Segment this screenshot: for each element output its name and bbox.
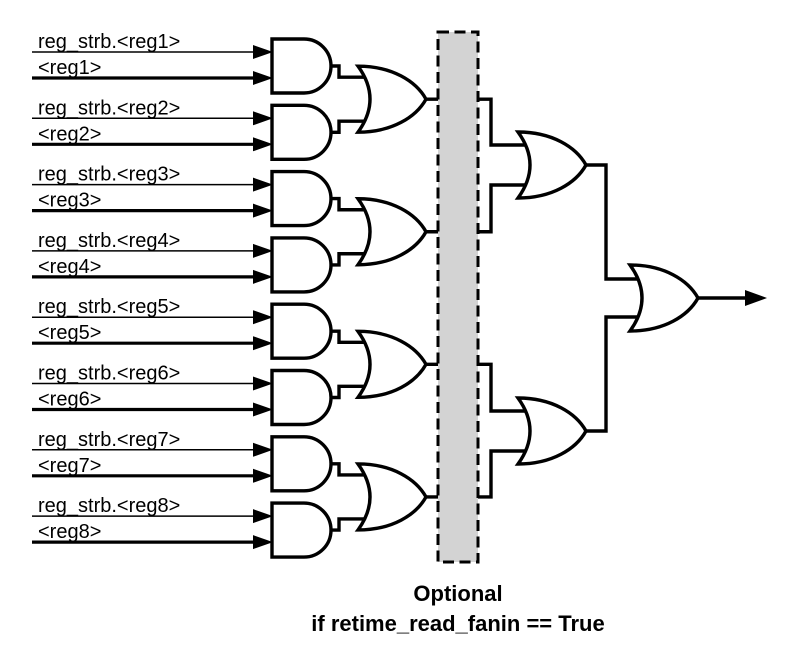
or-gate-stage2-bottom xyxy=(514,396,588,466)
or-gate-stage1-1 xyxy=(354,64,428,134)
or-gate-stage1-3 xyxy=(354,329,428,400)
wire-and-to-or xyxy=(331,384,374,400)
wire-or2bottom-to-final xyxy=(586,315,646,433)
input-arrowhead-icon xyxy=(253,509,273,524)
input-arrowhead-icon xyxy=(253,442,273,457)
and-gate-8 xyxy=(270,501,333,559)
optional-region-box xyxy=(436,30,480,564)
wire-and-to-or xyxy=(331,119,374,134)
input-label-strobe-8: reg_strb.<reg8> xyxy=(38,495,180,517)
wire-and-to-or xyxy=(331,252,374,267)
input-arrowhead-icon xyxy=(253,336,273,351)
input-arrowhead-icon xyxy=(253,402,273,417)
and-gate-1 xyxy=(270,37,333,95)
wire-and-to-or xyxy=(331,517,374,532)
input-label-strobe-1: reg_strb.<reg1> xyxy=(38,31,180,53)
input-label-strobe-6: reg_strb.<reg6> xyxy=(38,363,180,385)
input-label-strobe-5: reg_strb.<reg5> xyxy=(38,296,180,318)
input-label-value-8: <reg8> xyxy=(38,521,101,543)
input-label-strobe-3: reg_strb.<reg3> xyxy=(38,164,180,186)
and-gate-6 xyxy=(270,368,333,427)
wire-and-to-or xyxy=(331,196,374,212)
input-label-value-1: <reg1> xyxy=(38,57,101,79)
input-label-strobe-7: reg_strb.<reg7> xyxy=(38,429,180,451)
input-arrowhead-icon xyxy=(253,45,273,59)
input-arrowhead-icon xyxy=(253,203,273,218)
input-label-strobe-4: reg_strb.<reg4> xyxy=(38,230,180,252)
and-gate-7 xyxy=(270,435,333,493)
wire-and-to-or xyxy=(331,329,374,345)
output-arrowhead-icon xyxy=(745,290,767,306)
generated-labels: reg_strb.<reg1> <reg1> reg_strb.<reg2> <reg… xyxy=(38,31,180,543)
caption-line2: if retime_read_fanin == True xyxy=(311,611,604,636)
or-gate-stage2-top xyxy=(514,130,588,200)
and-gate-2 xyxy=(270,103,333,161)
or-gate-final xyxy=(626,263,700,333)
and-gate-5 xyxy=(270,302,333,360)
input-label-value-7: <reg7> xyxy=(38,455,101,477)
wire-and-to-or xyxy=(331,64,374,79)
input-arrowhead-icon xyxy=(253,71,273,85)
wire-and-to-or xyxy=(331,462,374,477)
input-label-value-4: <reg4> xyxy=(38,256,101,278)
and-gate-4 xyxy=(270,236,333,294)
input-arrowhead-icon xyxy=(253,269,273,284)
input-arrowhead-icon xyxy=(253,376,273,391)
input-arrowhead-icon xyxy=(253,111,273,126)
or-gate-stage1-2 xyxy=(354,197,428,267)
input-label-value-2: <reg2> xyxy=(38,123,101,145)
or-gate-stage1-4 xyxy=(354,462,428,532)
generated-gates xyxy=(270,37,428,559)
input-label-value-6: <reg6> xyxy=(38,389,101,411)
input-arrowhead-icon xyxy=(253,468,273,483)
input-arrowhead-icon xyxy=(253,535,273,550)
input-arrowhead-icon xyxy=(253,177,273,192)
input-label-value-3: <reg3> xyxy=(38,190,101,212)
input-arrowhead-icon xyxy=(253,243,273,258)
input-arrowhead-icon xyxy=(253,137,273,152)
stage2-routing xyxy=(586,163,748,433)
and-gate-3 xyxy=(270,169,333,228)
input-label-strobe-2: reg_strb.<reg2> xyxy=(38,97,180,119)
caption-line1: Optional xyxy=(413,581,502,606)
input-label-value-5: <reg5> xyxy=(38,322,101,344)
input-arrowhead-icon xyxy=(253,310,273,325)
wire-or2top-to-final xyxy=(586,163,646,281)
generated-wires xyxy=(32,45,534,550)
